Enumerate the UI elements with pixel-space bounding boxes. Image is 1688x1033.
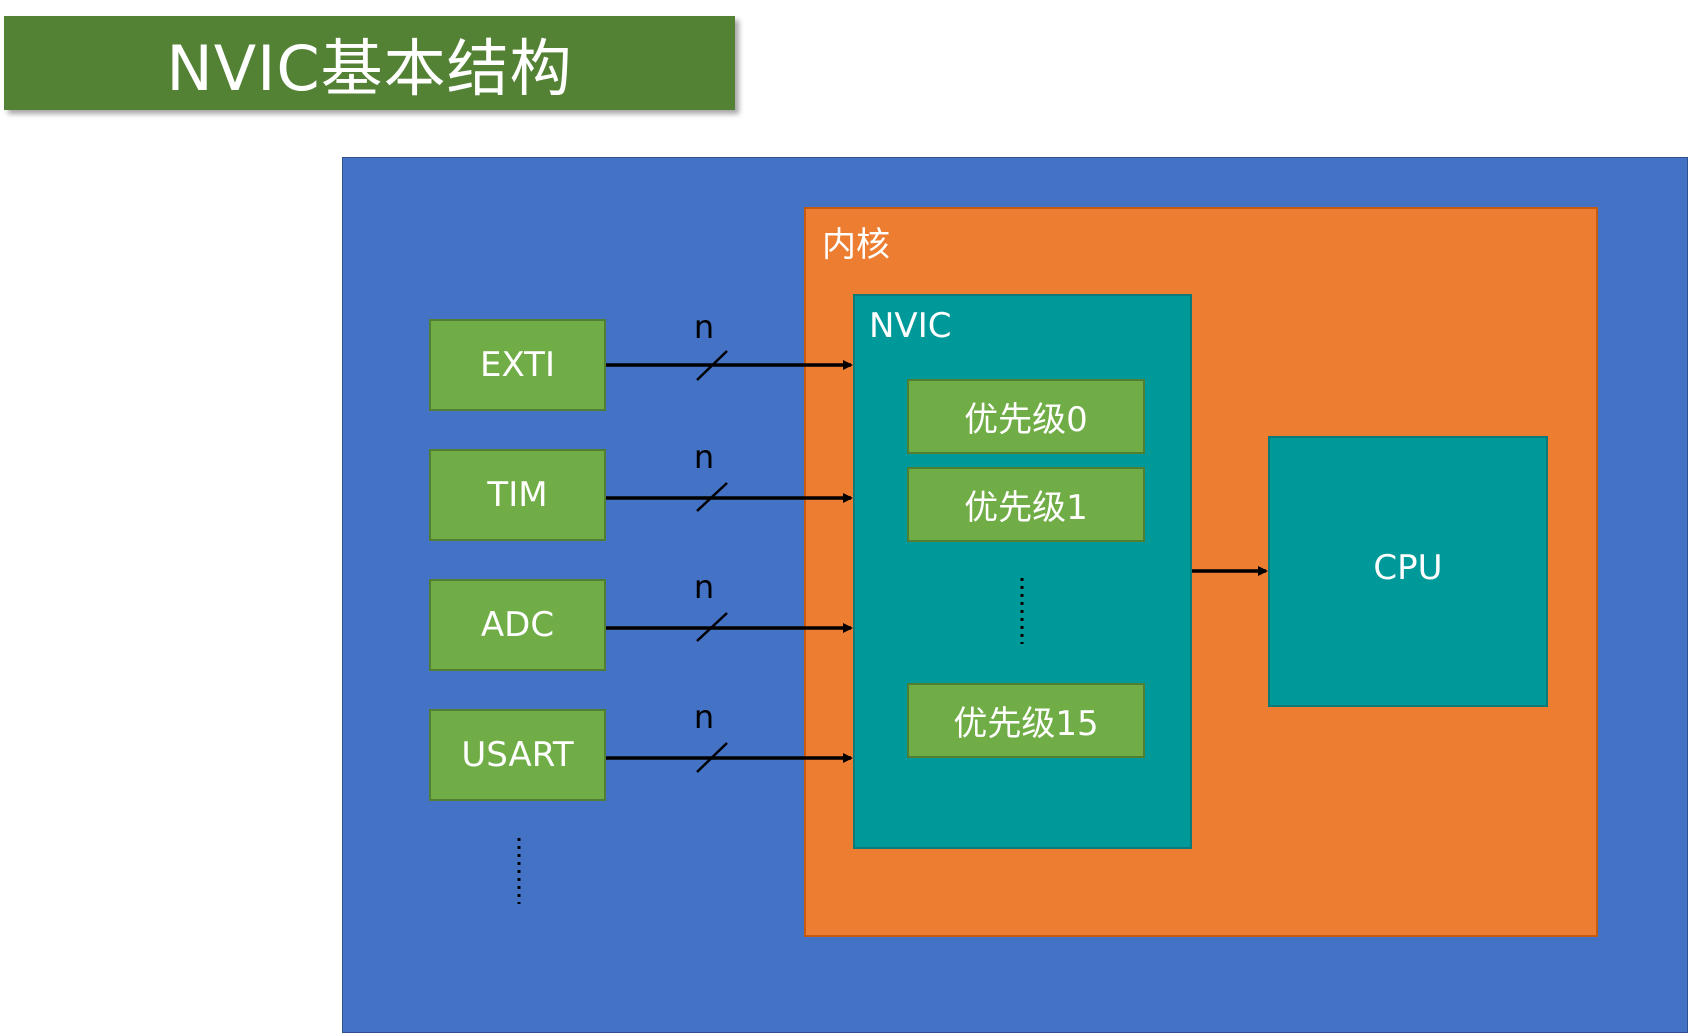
cpu-block: CPU — [1268, 436, 1548, 707]
priority-label: 优先级0 — [964, 400, 1088, 440]
bus-slash — [696, 742, 728, 773]
nvic-label: NVIC — [869, 306, 952, 346]
priority-label: 优先级15 — [953, 704, 1099, 744]
bus-width-label: n — [693, 698, 715, 736]
source-label: EXTI — [480, 345, 555, 385]
cpu-label: CPU — [1373, 547, 1443, 588]
source-label: USART — [461, 735, 574, 775]
source-label: TIM — [487, 475, 548, 515]
priority-box-1: 优先级1 — [907, 467, 1145, 542]
bus-slash — [696, 350, 728, 381]
source-label: ADC — [480, 605, 555, 645]
bus-slash — [696, 482, 728, 512]
priority-box-15: 优先级15 — [907, 683, 1145, 758]
priority-label: 优先级1 — [964, 488, 1088, 528]
bus-width-label: n — [693, 568, 715, 606]
source-box-tim: TIM — [429, 449, 606, 541]
source-box-exti: EXTI — [429, 319, 606, 411]
source-box-adc: ADC — [429, 579, 606, 671]
bus-width-label: n — [693, 438, 715, 476]
bus-width-label: n — [693, 308, 715, 346]
core-label: 内核 — [822, 225, 890, 265]
priority-box-0: 优先级0 — [907, 379, 1145, 454]
page-title: NVIC基本结构 — [166, 32, 573, 105]
title-banner: NVIC基本结构 — [4, 16, 735, 110]
bus-slash — [696, 612, 728, 642]
source-box-usart: USART — [429, 709, 606, 801]
